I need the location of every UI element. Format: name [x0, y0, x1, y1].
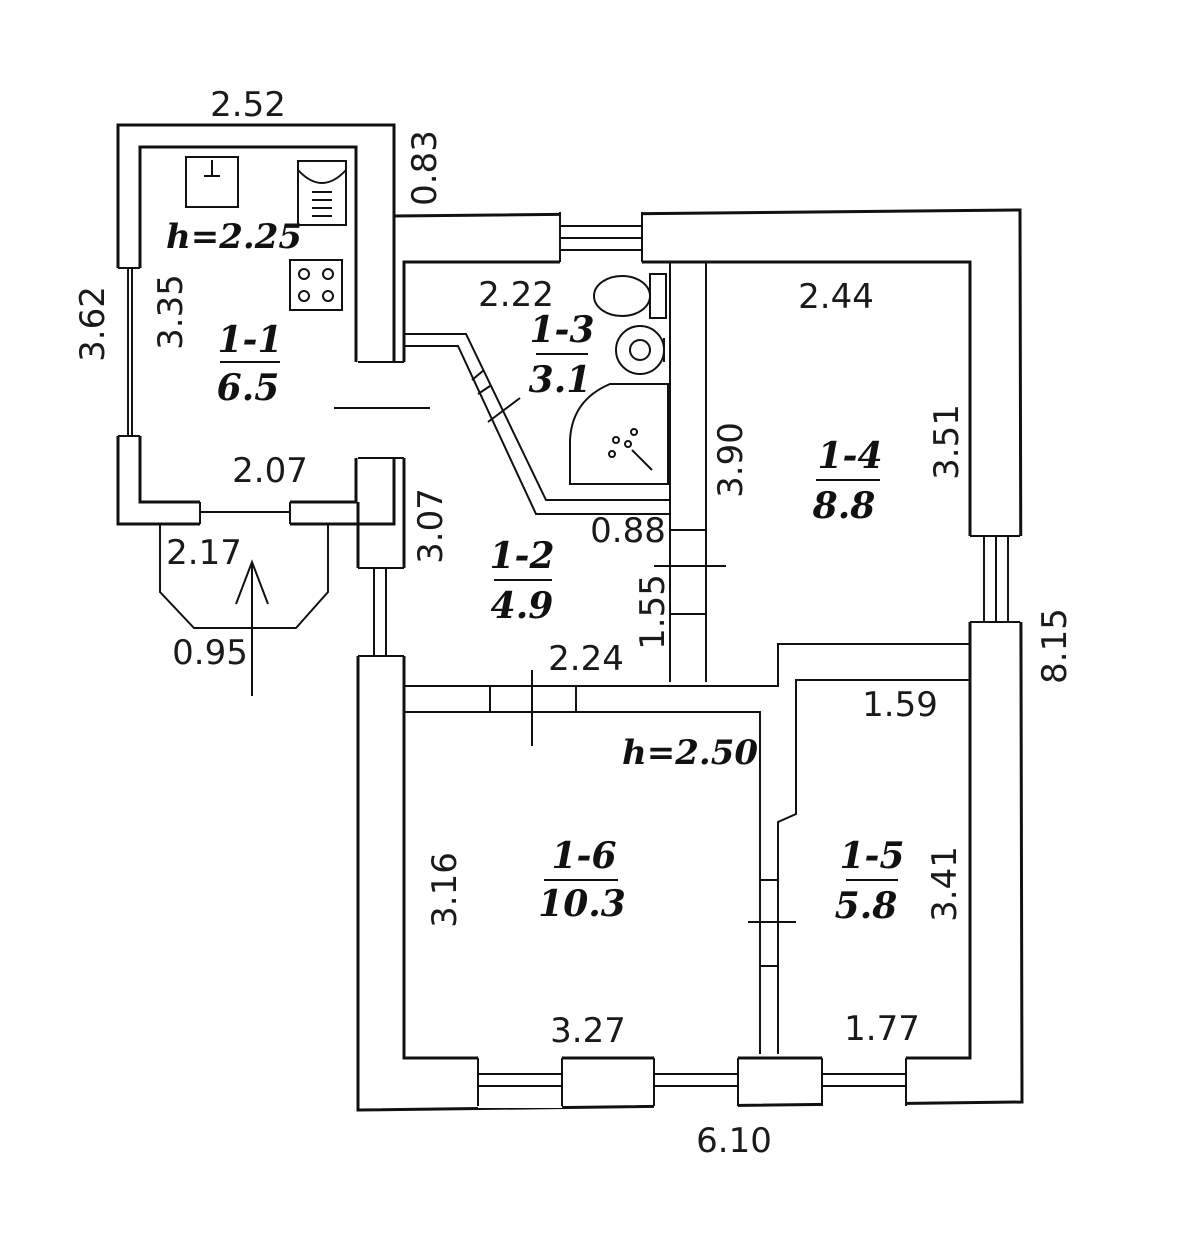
- svg-text:1-1: 1-1: [217, 319, 282, 361]
- annex-walls: [116, 123, 396, 526]
- room-label-1-3: 1-3 3.1: [529, 309, 595, 401]
- dim-porch-depth: 0.95: [172, 633, 248, 673]
- svg-text:6.5: 6.5: [217, 367, 280, 409]
- dim-room-1-4-right: 3.51: [927, 404, 967, 480]
- dim-room-1-5-height: 3.41: [925, 846, 965, 922]
- room-label-1-2: 1-2 4.9: [489, 535, 554, 627]
- svg-text:3.1: 3.1: [529, 359, 592, 401]
- washing-machine-icon: [297, 160, 347, 226]
- dim-room-1-4-width: 2.44: [798, 277, 874, 317]
- stove-icon: [289, 259, 343, 311]
- washbasin-icon: [615, 325, 665, 375]
- dim-corridor-width: 2.22: [478, 275, 554, 315]
- shower-icon: [569, 383, 669, 485]
- dim-room-1-2-door: 1.55: [633, 574, 673, 650]
- dim-bath-depth: 0.88: [590, 511, 666, 551]
- dim-house-width: 6.10: [696, 1121, 772, 1161]
- dim-room-1-2-width: 2.24: [548, 639, 624, 679]
- room-label-1-4: 1-4 8.8: [812, 435, 883, 527]
- svg-text:1-5: 1-5: [839, 835, 904, 877]
- dim-annex-top: 2.52: [210, 85, 286, 125]
- dim-room-1-5-top: 1.59: [862, 685, 938, 725]
- dim-annex-inner-width: 2.07: [232, 451, 308, 491]
- svg-text:1-6: 1-6: [551, 835, 616, 877]
- interior-partitions: [404, 262, 970, 1054]
- entrance-porch: [159, 524, 329, 629]
- ceiling-height-annex: h=2.25: [166, 217, 302, 257]
- dim-annex-inner-height: 3.35: [151, 274, 191, 350]
- ceiling-height-main: h=2.50: [622, 733, 758, 773]
- svg-text:8.8: 8.8: [812, 485, 876, 527]
- svg-text:1-2: 1-2: [489, 535, 554, 577]
- room-label-1-6: 1-6 10.3: [538, 835, 626, 925]
- dim-room-1-5-width: 1.77: [844, 1009, 920, 1049]
- toilet-icon: [593, 273, 667, 319]
- room-label-1-5: 1-5 5.8: [835, 835, 905, 927]
- svg-text:10.3: 10.3: [538, 883, 626, 925]
- sink-icon: [185, 156, 239, 208]
- entrance-arrow-icon: [235, 559, 269, 696]
- dim-room-1-4-left: 3.90: [711, 422, 751, 498]
- room-label-1-1: 1-1 6.5: [217, 319, 283, 409]
- dim-room-1-6-width: 3.27: [550, 1011, 626, 1051]
- dim-annex-outer-height: 3.62: [73, 286, 113, 362]
- dim-porch-width: 2.17: [166, 533, 242, 573]
- dim-room-1-6-height: 3.16: [425, 852, 465, 928]
- svg-text:1-3: 1-3: [529, 309, 594, 351]
- dim-house-height: 8.15: [1035, 608, 1075, 684]
- dim-room-1-2-height: 3.07: [411, 488, 451, 564]
- svg-text:4.9: 4.9: [491, 585, 554, 627]
- main-house-walls: [334, 208, 1024, 1112]
- svg-text:1-4: 1-4: [817, 435, 882, 477]
- dim-annex-offset: 0.83: [405, 130, 445, 206]
- svg-text:5.8: 5.8: [835, 885, 898, 927]
